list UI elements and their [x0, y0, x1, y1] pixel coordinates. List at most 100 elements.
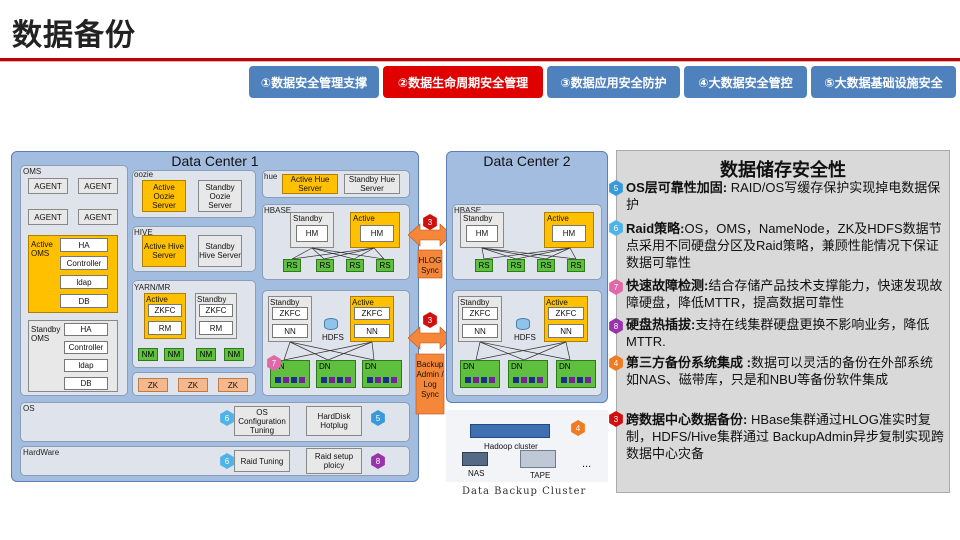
badge-4-icon: 4 — [609, 355, 623, 371]
standby-label: Standby — [463, 214, 493, 223]
badge-3-icon: 3 — [423, 312, 437, 328]
rm-box: RM — [148, 321, 182, 335]
hbase-label: HBASE — [264, 206, 292, 215]
rs-box: RS — [507, 259, 525, 272]
nm-box: NM — [224, 348, 244, 361]
zkfc-box: ZKFC — [199, 304, 233, 317]
badge-8-icon: 8 — [609, 318, 623, 334]
yarn-label: YARN/MR — [134, 283, 171, 292]
os-configuration-tuning: OS Configuration Tuning — [234, 406, 290, 436]
zkfc-box: ZKFC — [148, 304, 182, 317]
raid-tuning: Raid Tuning — [234, 450, 290, 472]
dn-label: DN — [559, 362, 571, 371]
tab-bigdata-infrastructure[interactable]: ⑤大数据基础设施安全 — [811, 66, 956, 98]
storage-item-fault-detect: 快速故障检测:结合存储产品技术支撑能力，快速发现故障硬盘，降低MTTR，提高数据… — [626, 277, 944, 311]
disk-icon — [367, 377, 399, 383]
hardware-label: HardWare — [23, 448, 60, 457]
hdfs-label: HDFS — [322, 333, 344, 342]
os-label: OS — [23, 404, 35, 413]
dn-box: DN — [556, 360, 596, 388]
active-label: Active — [146, 295, 168, 304]
ha-box: HA — [64, 323, 108, 336]
rs-box: RS — [376, 259, 394, 272]
badge-6-icon: 6 — [609, 220, 623, 236]
dn-box: DN — [460, 360, 500, 388]
standby-hive-server: Standby Hive Server — [198, 235, 242, 267]
disk-icon — [465, 377, 497, 383]
backup-sync-arrow — [408, 326, 452, 415]
storage-item-os: OS层可靠性加固: RAID/OS写缓存保护实现掉电数据保护 — [626, 179, 944, 213]
active-label: Active — [352, 298, 374, 307]
badge-3-icon: 3 — [609, 411, 623, 427]
zkfc-box: ZKFC — [548, 307, 584, 320]
storage-item-hotplug: 硬盘热插拔:支持在线集群硬盘更换不影响业务，降低MTTR. — [626, 316, 944, 350]
hive-label: HIVE — [134, 228, 153, 237]
nn-box: NN — [354, 324, 390, 338]
badge-7-icon: 7 — [267, 355, 281, 371]
title-divider — [0, 58, 960, 61]
badge-3-icon: 3 — [423, 214, 437, 230]
item-text: HBase集群通过HLOG准实时复制，HDFS/Hive集群通过 BackupA… — [626, 412, 944, 461]
harddisk-hotplug: HardDisk Hotplug — [306, 406, 362, 436]
controller-box: Controller — [64, 341, 108, 354]
badge-7-icon: 7 — [609, 279, 623, 295]
controller-box: Controller — [60, 256, 108, 270]
rm-box: RM — [199, 321, 233, 335]
nn-box: NN — [462, 324, 498, 338]
backup-sync-label: Backup Admin / Log Sync — [416, 360, 444, 399]
rs-box: RS — [283, 259, 301, 272]
standby-hue-server: Standby Hue Server — [344, 174, 400, 194]
agent-box: AGENT — [28, 178, 68, 194]
backup-cluster-caption: Data Backup Cluster — [462, 486, 587, 497]
item-head: Raid策略: — [626, 221, 685, 236]
active-label: Active — [546, 298, 568, 307]
dn-box: DN — [362, 360, 402, 388]
agent-box: AGENT — [78, 178, 118, 194]
disk-icon — [321, 377, 353, 383]
nas-label: NAS — [468, 469, 485, 478]
badge-6-icon: 6 — [220, 453, 234, 469]
dn-label: DN — [319, 362, 331, 371]
hue-label: hue — [264, 172, 278, 181]
db-box: DB — [64, 377, 108, 390]
standby-label: Standby — [293, 214, 323, 223]
zkfc-box: ZKFC — [462, 307, 498, 320]
dn-label: DN — [365, 362, 377, 371]
standby-label: Standby — [460, 298, 490, 307]
ldap-box: ldap — [64, 359, 108, 372]
item-text: 结合存储产品技术支撑能力，快速发现故障硬盘，降低MTTR，提高数据可靠性 — [626, 278, 943, 310]
rs-box: RS — [537, 259, 555, 272]
hbase-label: HBASE — [454, 206, 482, 215]
badge-8-icon: 8 — [371, 453, 385, 469]
disk-icon — [275, 377, 307, 383]
hm-box: HM — [360, 225, 394, 242]
rs-box: RS — [475, 259, 493, 272]
item-head: OS层可靠性加固: — [626, 180, 728, 195]
nn-box: NN — [548, 324, 584, 338]
dn-box: DN — [316, 360, 356, 388]
db-box: DB — [60, 294, 108, 308]
agent-box: AGENT — [78, 209, 118, 225]
dn-label: DN — [463, 362, 475, 371]
storage-item-third-party: 第三方备份系统集成 :数据可以灵活的备份在外部系统如NAS、磁带库，只是和NBU… — [626, 354, 944, 388]
standby-label: Standby — [270, 298, 300, 307]
item-head: 快速故障检测: — [626, 278, 709, 293]
storage-item-raid: Raid策略:OS，OMS，NameNode，ZK及HDFS数据节点采用不同硬盘… — [626, 220, 944, 271]
tab-data-security-management[interactable]: ①数据安全管理支撑 — [249, 66, 379, 98]
tab-bigdata-control[interactable]: ④大数据安全管控 — [684, 66, 807, 98]
title-divider-shadow — [0, 61, 960, 62]
more-label: ... — [582, 458, 592, 470]
disk-icon — [513, 377, 545, 383]
hbase-links-dc2 — [481, 247, 577, 260]
standby-label: Standby — [197, 295, 227, 304]
tab-data-app-protection[interactable]: ③数据应用安全防护 — [547, 66, 680, 98]
page-title: 数据备份 — [12, 19, 136, 52]
active-label: Active — [353, 214, 375, 223]
tab-data-lifecycle[interactable]: ②数据生命周期安全管理 — [383, 66, 543, 98]
badge-4-icon: 4 — [571, 420, 585, 436]
ha-box: HA — [60, 238, 108, 252]
data-center-1-title: Data Center 1 — [171, 153, 259, 169]
storage-security-title: 数据储存安全性 — [720, 160, 846, 180]
nas-icon — [462, 452, 488, 466]
storage-item-cross-dc: 跨数据中心数据备份: HBase集群通过HLOG准实时复制，HDFS/Hive集… — [626, 411, 944, 462]
